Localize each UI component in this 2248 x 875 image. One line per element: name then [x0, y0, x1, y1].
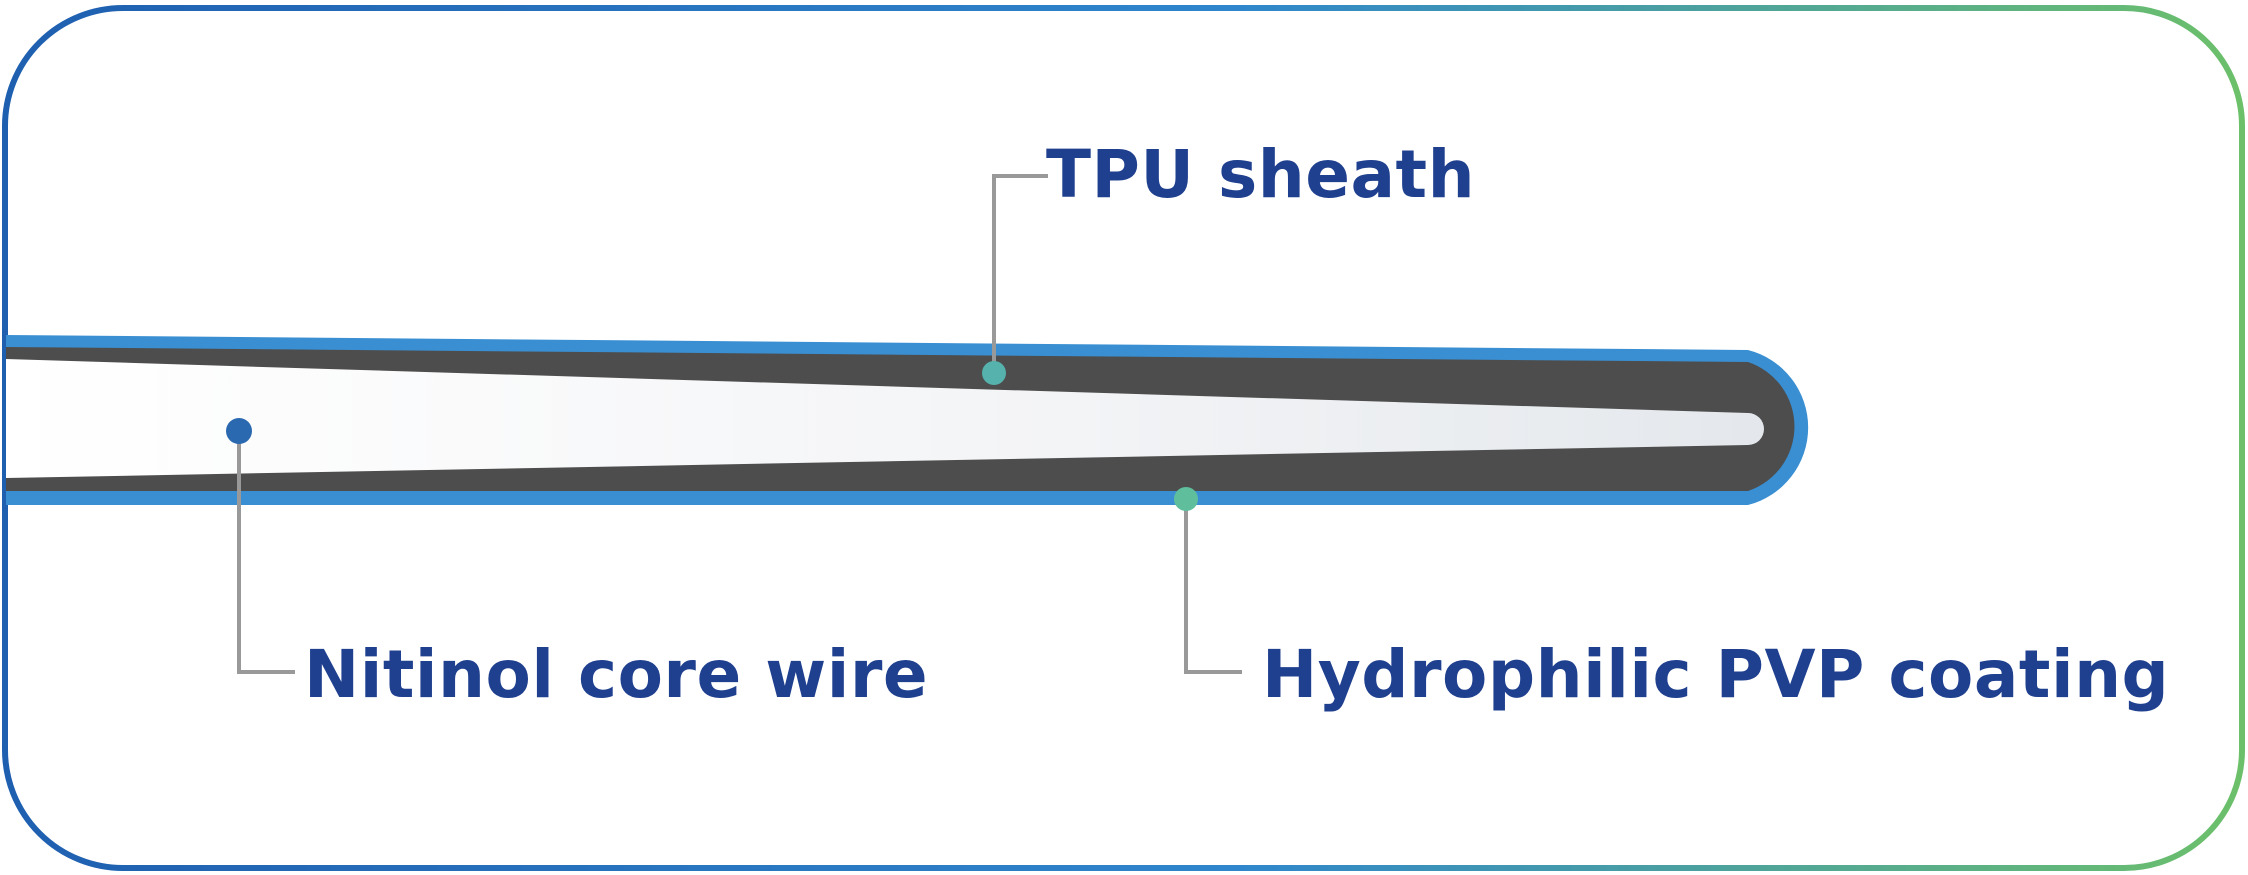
leader-line-coating — [1184, 499, 1242, 674]
leader-line-tpu — [992, 174, 1048, 373]
label-tpu-sheath: TPU sheath — [1046, 136, 1476, 213]
coating-marker-icon — [1174, 487, 1198, 511]
label-core-wire: Nitinol core wire — [304, 636, 929, 713]
leader-line-core — [237, 431, 295, 674]
core-wire-shape — [6, 359, 1764, 478]
label-coating: Hydrophilic PVP coating — [1262, 636, 2170, 713]
tpu-marker-icon — [982, 361, 1006, 385]
core-marker-icon — [226, 418, 252, 444]
